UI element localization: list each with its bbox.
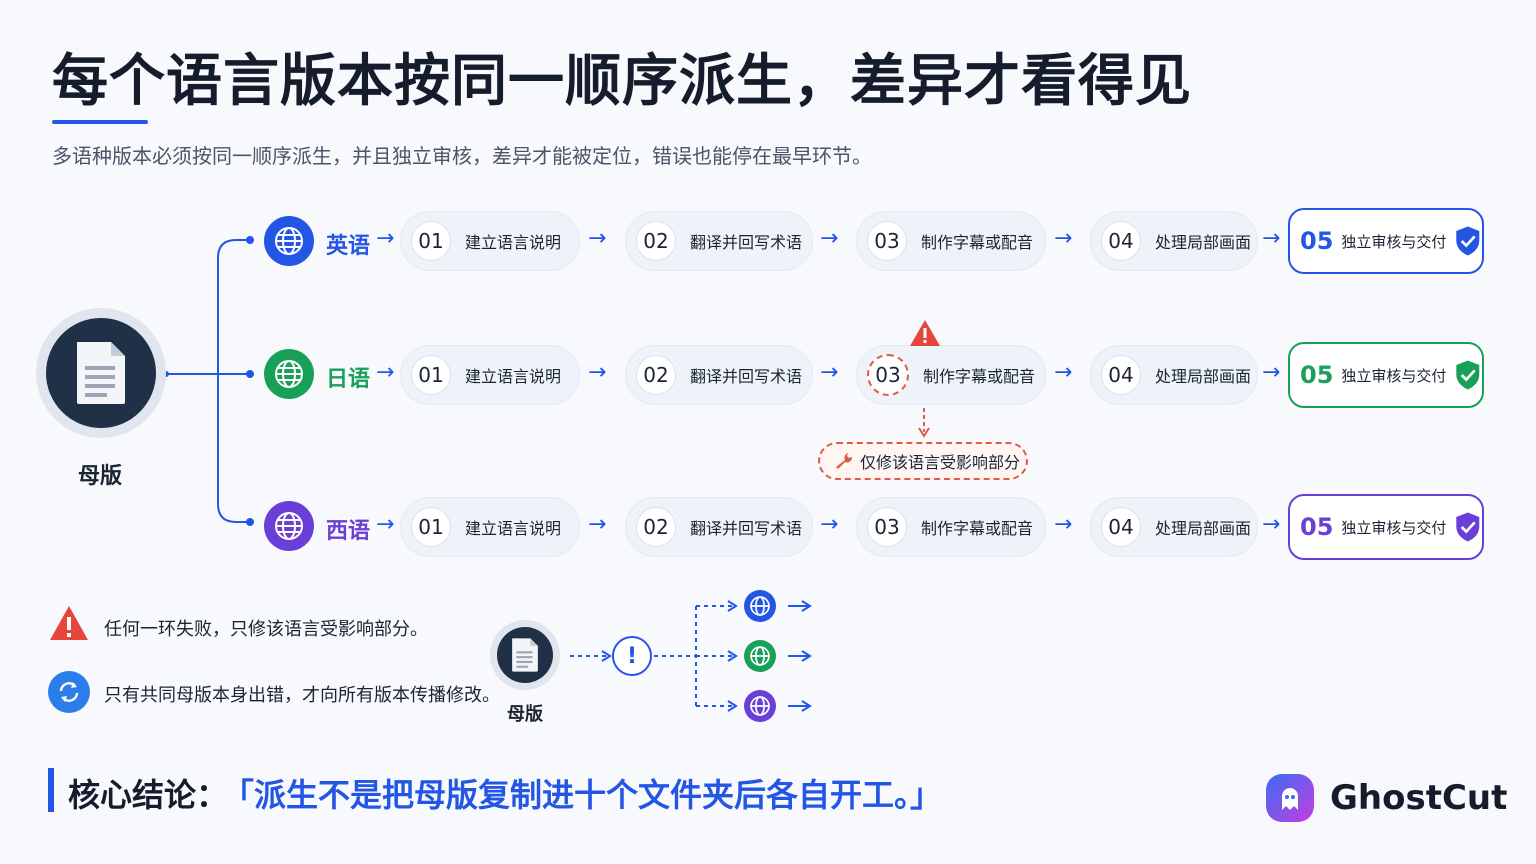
step-number: 01 — [411, 221, 451, 261]
step-03-japanese-failed: 03 制作字幕或配音 — [856, 345, 1046, 405]
repair-note-text: 仅修该语言受影响部分 — [860, 453, 1021, 472]
step-number: 03 — [867, 221, 907, 261]
shield-check-icon — [1456, 512, 1480, 542]
arrow-icon: → — [1054, 360, 1073, 385]
shield-check-icon — [1456, 360, 1480, 390]
warning-icon — [50, 606, 88, 640]
step-05-english: 05 独立审核与交付 — [1288, 208, 1484, 274]
arrow-icon: → — [1262, 360, 1281, 385]
alert-circle-icon: ! — [612, 636, 652, 676]
language-name-english: 英语 — [326, 234, 371, 259]
step-01-japanese: 01 建立语言说明 — [400, 345, 580, 405]
step-number: 04 — [1101, 221, 1141, 261]
step-number: 01 — [411, 355, 451, 395]
language-name-japanese: 日语 — [326, 367, 371, 392]
globe-icon — [744, 690, 776, 722]
small-mother-node — [490, 620, 560, 690]
globe-icon — [264, 216, 314, 266]
language-name-spanish: 西语 — [326, 519, 371, 544]
step-label: 翻译并回写术语 — [690, 233, 803, 252]
step-05-spanish: 05 独立审核与交付 — [1288, 494, 1484, 560]
wrench-icon — [836, 453, 853, 469]
warning-icon — [910, 320, 940, 346]
small-mother-label: 母版 — [507, 704, 543, 725]
step-label: 翻译并回写术语 — [690, 519, 803, 538]
title-underline — [52, 120, 148, 124]
legend-text-propagate: 只有共同母版本身出错，才向所有版本传播修改。 — [104, 685, 500, 706]
step-label: 处理局部画面 — [1155, 367, 1252, 386]
arrow-icon: → — [820, 360, 839, 385]
arrow-icon: → — [1262, 226, 1281, 251]
globe-icon — [264, 501, 314, 551]
arrow-icon: → — [1054, 226, 1073, 251]
arrow-icon: → — [1262, 512, 1281, 537]
step-label: 建立语言说明 — [465, 233, 562, 252]
arrow-icon: → — [820, 512, 839, 537]
conclusion-heading: 核心结论： — [68, 776, 229, 814]
shield-check-icon — [1456, 226, 1480, 256]
step-01-spanish: 01 建立语言说明 — [400, 497, 580, 557]
arrow-icon: → — [376, 512, 395, 537]
globe-icon — [744, 640, 776, 672]
step-number: 02 — [636, 355, 676, 395]
step-04-spanish: 04 处理局部画面 — [1090, 497, 1258, 557]
step-label: 建立语言说明 — [465, 519, 562, 538]
step-label: 制作字幕或配音 — [923, 367, 1036, 386]
brand-name: GhostCut — [1330, 778, 1508, 818]
mother-version-node — [36, 308, 166, 438]
step-02-english: 02 翻译并回写术语 — [625, 211, 813, 271]
step-number: 05 — [1300, 513, 1334, 541]
step-01-english: 01 建立语言说明 — [400, 211, 580, 271]
arrow-icon: → — [376, 360, 395, 385]
step-03-spanish: 03 制作字幕或配音 — [856, 497, 1046, 557]
page-subtitle: 多语种版本必须按同一顺序派生，并且独立审核，差异才能被定位，错误也能停在最早环节… — [52, 144, 872, 168]
legend-text-failure: 任何一环失败，只修该语言受影响部分。 — [104, 619, 428, 640]
step-label: 制作字幕或配音 — [921, 233, 1034, 252]
conclusion-accent-bar — [48, 768, 54, 812]
document-icon — [77, 342, 125, 404]
step-label: 处理局部画面 — [1155, 519, 1252, 538]
step-label: 独立审核与交付 — [1341, 366, 1447, 385]
step-03-english: 03 制作字幕或配音 — [856, 211, 1046, 271]
step-number: 04 — [1101, 507, 1141, 547]
step-04-japanese: 04 处理局部画面 — [1090, 345, 1258, 405]
mother-label: 母版 — [77, 464, 122, 489]
arrow-icon: → — [376, 226, 395, 251]
step-number: 03 — [867, 507, 907, 547]
step-label: 翻译并回写术语 — [690, 367, 803, 386]
globe-icon — [264, 349, 314, 399]
arrow-icon: → — [588, 512, 607, 537]
step-number: 02 — [636, 221, 676, 261]
arrow-icon: → — [588, 226, 607, 251]
step-label: 处理局部画面 — [1155, 233, 1252, 252]
arrow-icon: → — [1054, 512, 1073, 537]
sync-icon — [48, 671, 90, 713]
ghost-logo-icon — [1266, 774, 1314, 822]
step-05-japanese: 05 独立审核与交付 — [1288, 342, 1484, 408]
step-02-spanish: 02 翻译并回写术语 — [625, 497, 813, 557]
step-label: 建立语言说明 — [465, 367, 562, 386]
globe-icon — [744, 590, 776, 622]
page-title: 每个语言版本按同一顺序派生，差异才看得见 — [52, 49, 1192, 114]
arrow-icon: → — [820, 226, 839, 251]
step-number: 01 — [411, 507, 451, 547]
step-02-japanese: 02 翻译并回写术语 — [625, 345, 813, 405]
step-04-english: 04 处理局部画面 — [1090, 211, 1258, 271]
step-label: 独立审核与交付 — [1341, 518, 1447, 537]
step-number: 04 — [1101, 355, 1141, 395]
conclusion-text: 「派生不是把母版复制进十个文件夹后各自开工。」 — [222, 776, 943, 814]
brand-logo: GhostCut — [1262, 770, 1507, 826]
step-label: 独立审核与交付 — [1341, 232, 1447, 251]
step-number: 02 — [636, 507, 676, 547]
repair-note: 仅修该语言受影响部分 — [818, 442, 1028, 480]
document-icon — [512, 638, 538, 672]
step-number: 05 — [1300, 361, 1334, 389]
step-number: 05 — [1300, 227, 1334, 255]
step-label: 制作字幕或配音 — [921, 519, 1034, 538]
step-number: 03 — [867, 354, 909, 396]
arrow-icon: → — [588, 360, 607, 385]
